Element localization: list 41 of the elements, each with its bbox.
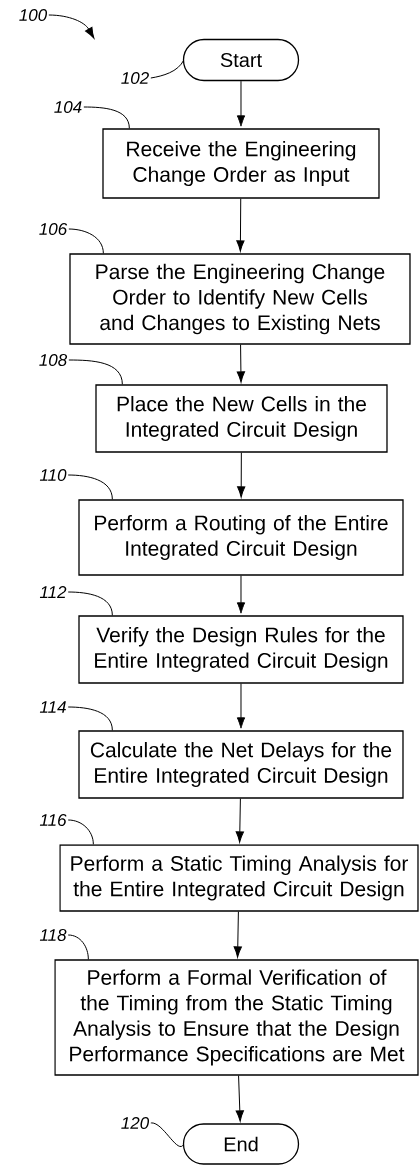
figure-arrow [48,14,95,39]
leader-line [67,934,89,960]
arrow [236,344,246,383]
process-box: Parse the Engineering Change Order to Identify New Cells and Changes to Existing Nets [69,253,411,345]
arrow [236,198,245,252]
process-box: Calculate the Net Delays for the Entire Integrated Circuit Design [78,730,404,799]
leader-line [67,474,113,500]
reference-numeral: 112 [39,586,67,598]
leader-line [150,1122,185,1147]
reference-numeral: 102 [121,72,149,85]
terminal-box: Start [182,38,300,82]
arrow [236,575,246,614]
terminal-box: End [182,1123,300,1165]
arrow [233,911,242,958]
leader-line [68,359,123,385]
reference-numeral: 108 [39,354,68,367]
arrow [235,1075,244,1122]
leader-line [68,228,104,254]
process-box: Receive the Engineering Change Order as Input [102,128,380,199]
leader-line [67,706,113,731]
leader-line [67,591,113,616]
reference-numeral: 114 [39,701,66,713]
arrow [235,798,244,843]
arrow [236,683,246,729]
leader-line [83,106,130,129]
process-box: Place the New Cells in the Integrated Circuit Design [95,384,388,453]
process-box: Perform a Routing of the Entire Integrated Circuit Design [78,499,404,576]
reference-numeral: 104 [54,101,82,114]
reference-numeral: 120 [121,1117,150,1129]
reference-numeral: 100 [19,9,48,22]
process-box: Perform a Static Timing Analysis for the Entire Integrated Circuit Design [59,844,419,912]
reference-numeral: 118 [39,929,67,941]
process-box: Perform a Formal Verification of the Timing from the Static Timing Analysis to Ensure that the Design Performance Specifications are Met [54,959,419,1076]
leader-line [150,59,185,79]
leader-line [67,819,94,845]
reference-numeral: 106 [39,223,68,236]
reference-numeral: 110 [39,469,67,482]
reference-numeral: 116 [39,814,67,827]
arrow [237,452,246,498]
arrow [236,80,246,127]
process-box: Verify the Design Rules for the Entire Integrated Circuit Design [78,615,404,684]
